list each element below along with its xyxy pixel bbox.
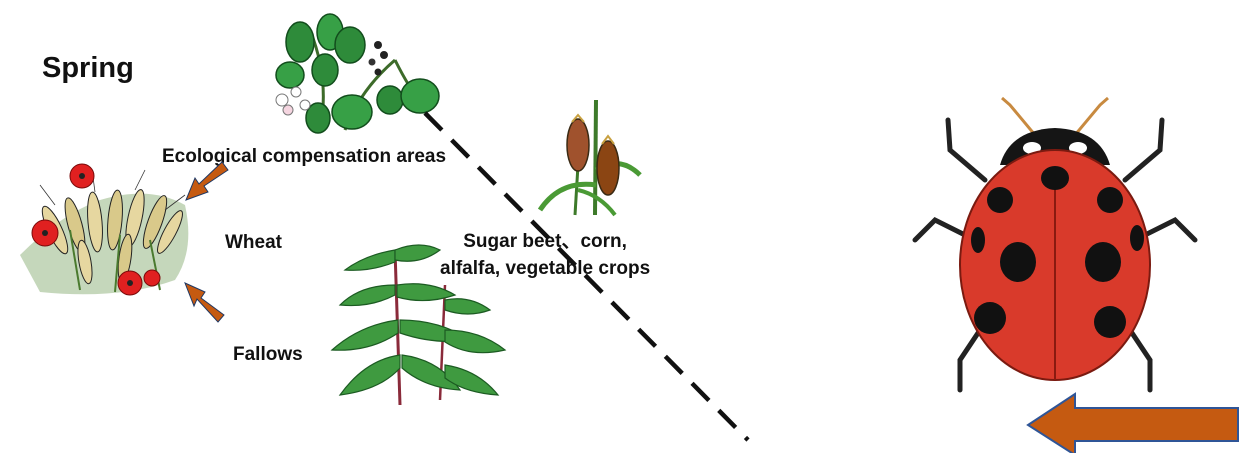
nettle-plant-icon <box>332 245 505 405</box>
left-arrow-icon <box>1028 394 1238 453</box>
corn-plant-icon <box>540 100 640 215</box>
ladybird-icon <box>915 98 1195 390</box>
flowering-shrub-icon <box>276 14 439 133</box>
arrow-icon <box>185 162 228 322</box>
wheat-poppy-icon <box>20 164 188 295</box>
